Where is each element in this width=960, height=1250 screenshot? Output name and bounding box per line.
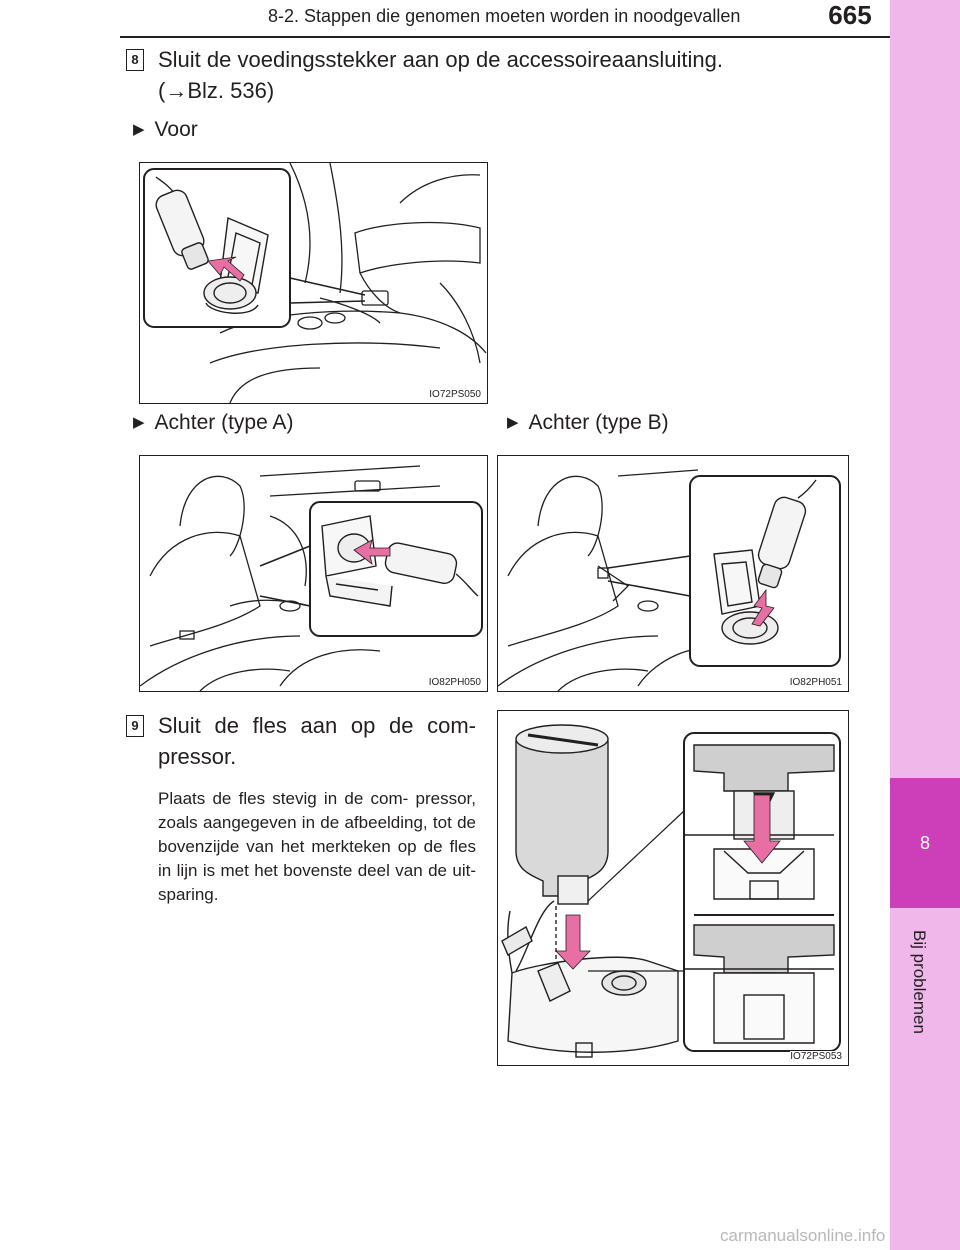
step-9-text-line-2: pressor. [158, 744, 237, 769]
header-rule [120, 36, 890, 38]
rear-type-a-figure: IO82PH050 [139, 455, 488, 692]
figure-code: IO82PH050 [428, 677, 481, 688]
step-9-instructions: Plaats de fles stevig in de com- pressor… [158, 789, 476, 904]
chapter-label: Bij problemen [910, 930, 929, 1034]
header-title: 8-2. Stappen die genomen moeten worden i… [268, 6, 741, 26]
figure-code: IO72PS050 [429, 389, 481, 400]
step-9-marker: 9 [126, 715, 144, 737]
step-8-text: Sluit de voedingsstekker aan op de acces… [158, 47, 724, 72]
bullet-rear-b-label: Achter (type B) [528, 411, 669, 434]
side-band [890, 0, 960, 1250]
bullet-rear-a-label: Achter (type A) [154, 411, 294, 434]
watermark: carmanualsonline.info [720, 1226, 886, 1245]
step-8-marker: 8 [126, 49, 144, 71]
bullet-rear-b: ▶ Achter (type B) [507, 411, 669, 435]
triangle-right-icon: ▶ [133, 414, 145, 431]
front-socket-illustration [143, 163, 487, 403]
figure-code: IO82PH051 [789, 677, 842, 688]
chapter-tab[interactable]: 8 [890, 778, 960, 908]
step-8-page-reference[interactable]: (→Blz. 536) [158, 78, 275, 103]
bullet-front-label: Voor [154, 118, 198, 141]
bottle-compressor-figure: IO72PS053 [497, 710, 849, 1066]
bottle-compressor-illustration [501, 724, 841, 1058]
bullet-rear-a: ▶ Achter (type A) [133, 411, 293, 435]
triangle-right-icon: ▶ [507, 414, 519, 431]
front-socket-figure: IO72PS050 [139, 162, 488, 404]
triangle-right-icon: ▶ [133, 121, 145, 138]
page-number: 665 [810, 0, 890, 34]
rear-type-a-illustration [140, 465, 483, 691]
figure-code: IO72PS053 [790, 1051, 842, 1062]
rear-type-b-figure: IO82PH051 [497, 455, 849, 692]
rear-type-b-illustration [498, 469, 841, 691]
bullet-front: ▶ Voor [133, 118, 198, 142]
step-9-text-line-1: Sluit de fles aan op de com- [158, 713, 476, 738]
